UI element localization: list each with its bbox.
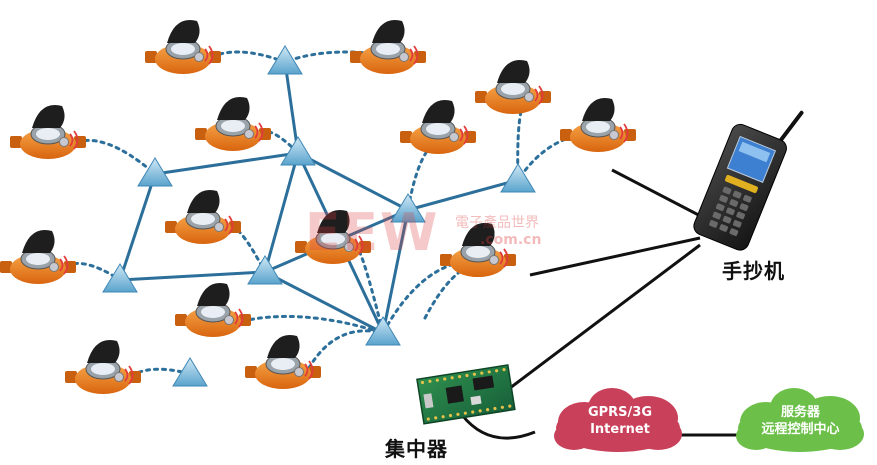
handheld-link (611, 168, 713, 224)
concentrator-label: 集中器 (385, 437, 448, 461)
water-meter-icon (295, 209, 371, 264)
network-cloud-line2: Internet (590, 422, 650, 437)
mesh-link (264, 270, 384, 335)
router-node-icon (280, 136, 316, 166)
water-meter-icon (560, 97, 636, 152)
watermark-logo: EEW (305, 203, 440, 263)
handheld-link (509, 243, 701, 390)
water-meter-icon (65, 339, 141, 394)
mesh-link (263, 152, 300, 273)
mesh-link (154, 151, 299, 176)
concentrator-icon (416, 364, 516, 425)
router-node-icon (172, 357, 208, 387)
router-node-icon (267, 45, 303, 75)
mesh-link (119, 270, 266, 282)
cloud-link (460, 414, 536, 440)
network-cloud-text: GPRS/3G Internet (555, 404, 685, 438)
server-cloud-line1: 服务器 (780, 405, 820, 420)
water-meter-icon (440, 222, 516, 277)
handheld-link (529, 236, 701, 277)
server-cloud-line2: 远程控制中心 (761, 422, 840, 437)
router-node-icon (137, 157, 173, 187)
router-node-icon (500, 163, 536, 193)
watermark-tagline: 電子產品世界 (455, 215, 539, 231)
water-meter-icon (195, 96, 271, 151)
mesh-link (407, 178, 519, 212)
router-node-icon (102, 263, 138, 293)
handheld-reader-label: 手抄机 (722, 259, 785, 283)
handheld-reader-icon (693, 110, 804, 251)
server-cloud-text: 服务器 远程控制中心 (738, 404, 863, 438)
network-cloud-icon (554, 388, 682, 452)
water-meter-icon (245, 334, 321, 389)
water-meter-icon (175, 282, 251, 337)
water-meter-icon (475, 59, 551, 114)
water-meter-icon (145, 19, 221, 74)
router-node-icon (365, 316, 401, 346)
water-meter-icon (400, 99, 476, 154)
mesh-link (283, 61, 300, 154)
water-meter-icon (10, 104, 86, 159)
mesh-link (297, 151, 409, 212)
watermark-url: .com.cn (480, 232, 542, 248)
water-meter-icon (165, 189, 241, 244)
mesh-link (118, 173, 157, 281)
mesh-link (381, 209, 410, 334)
router-node-icon (247, 255, 283, 285)
water-meter-icon (0, 229, 76, 284)
network-cloud-line1: GPRS/3G (587, 405, 653, 420)
router-node-icon (390, 193, 426, 223)
water-meter-icon (350, 19, 426, 74)
server-cloud-icon (736, 388, 864, 452)
